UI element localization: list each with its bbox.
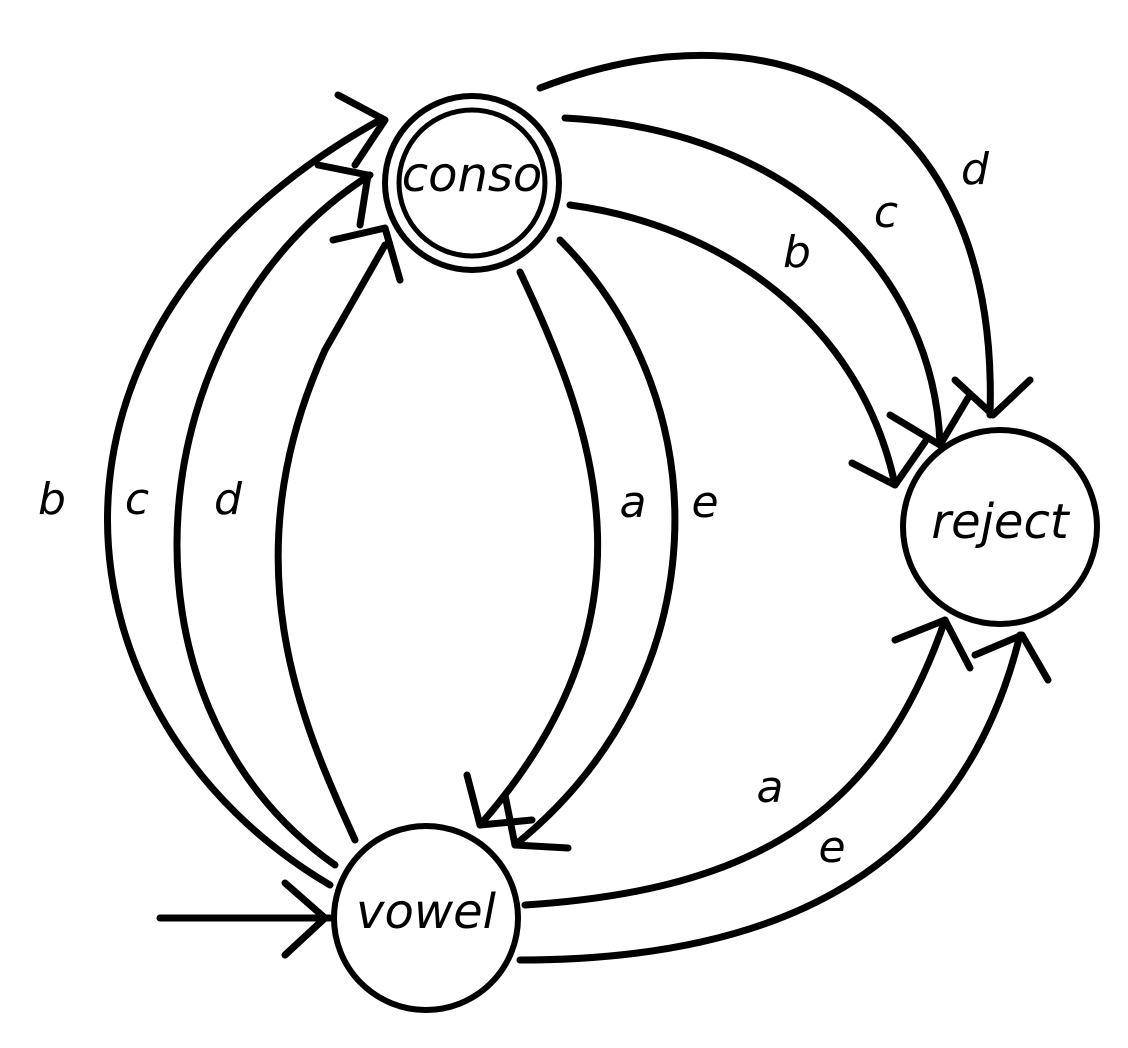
edge-vowel-reject-a-label: a	[757, 762, 784, 813]
edge-conso-vowel-a-line	[476, 268, 601, 829]
edge-vowel-conso-b-line	[104, 116, 384, 889]
state-vowel-circle	[331, 823, 521, 1013]
edge-conso-reject-d-label: d	[961, 144, 990, 195]
state-conso-inner-ring	[396, 107, 548, 259]
edge-vowel-reject-a-arrowhead	[891, 616, 974, 672]
edge-vowel-reject-e-line	[516, 631, 1024, 964]
edge-vowel-conso-b	[104, 91, 389, 889]
edge-conso-reject-c-label: c	[874, 187, 898, 238]
state-conso: conso	[382, 93, 562, 273]
state-reject-label: reject	[931, 494, 1071, 550]
edge-vowel-conso-c-line	[173, 171, 374, 869]
edge-conso-vowel-e	[501, 236, 679, 852]
edge-vowel-reject-e-label: e	[818, 822, 845, 873]
state-conso-label: conso	[402, 147, 543, 203]
edge-conso-reject-d-line	[536, 51, 994, 419]
state-reject-circle	[900, 427, 1100, 627]
edge-conso-reject-c-arrowhead	[886, 394, 972, 449]
edge-conso-vowel-a	[463, 268, 601, 829]
start-arrow-head	[281, 879, 329, 959]
edge-vowel-conso-d-label: d	[214, 474, 243, 525]
start-arrow	[156, 879, 334, 959]
edge-vowel-reject-e	[516, 631, 1052, 964]
edge-conso-reject-b-label: b	[783, 227, 811, 278]
edge-conso-vowel-a-arrowhead	[463, 771, 536, 829]
state-vowel-label: vowel	[356, 884, 497, 940]
edge-vowel-conso-c-label: c	[125, 474, 149, 525]
edge-vowel-conso-b-arrowhead	[334, 91, 389, 169]
edge-vowel-conso-d-line	[274, 241, 389, 844]
edge-conso-vowel-e-arrowhead	[501, 791, 572, 852]
edge-conso-vowel-e-label: e	[691, 477, 718, 528]
edge-conso-reject-b	[566, 201, 929, 489]
edge-conso-reject-d	[536, 51, 1034, 419]
edge-conso-reject-b-arrowhead	[848, 438, 929, 489]
edge-conso-reject-c-line	[561, 114, 944, 449]
edge-vowel-conso-c-arrowhead	[314, 161, 372, 229]
edge-vowel-reject-a-line	[521, 616, 949, 909]
edge-vowel-conso-c	[173, 161, 374, 869]
edge-conso-reject-d-arrowhead	[951, 376, 1034, 419]
edge-vowel-conso-d-arrowhead	[329, 224, 404, 284]
state-reject: reject	[900, 427, 1100, 627]
edge-conso-vowel-e-line	[511, 236, 679, 849]
edge-conso-reject-c	[561, 114, 972, 449]
edge-conso-vowel-a-label: a	[620, 477, 647, 528]
edge-vowel-conso-d	[274, 224, 404, 844]
edge-conso-reject-b-line	[566, 201, 899, 489]
state-vowel: vowel	[331, 823, 521, 1013]
edge-vowel-conso-b-label: b	[38, 474, 66, 525]
edge-vowel-reject-e-arrowhead	[971, 631, 1052, 684]
edge-vowel-reject-a	[521, 616, 974, 909]
